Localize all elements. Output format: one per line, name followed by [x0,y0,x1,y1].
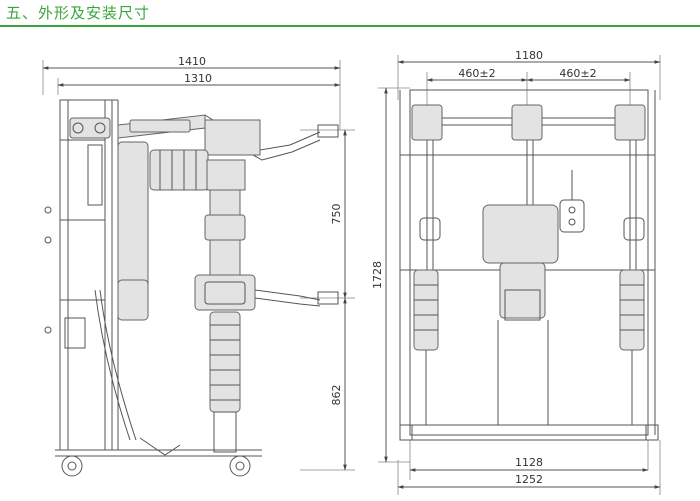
side-view: 1410 1310 750 862 [42,55,355,477]
dim-inner-width: 1310 [57,72,341,95]
side-base [55,437,262,477]
label-1410: 1410 [178,55,206,68]
label-1252: 1252 [515,473,543,486]
front-mechanism [482,170,585,425]
label-1180: 1180 [515,49,543,62]
side-central-column [117,189,339,453]
front-view: 1180 460±2 460±2 1728 [371,49,661,495]
front-lower-insulators [413,269,645,425]
dim-overall-width: 1410 [42,55,341,130]
label-1128: 1128 [515,456,543,469]
section-title: 五、外形及安装尺寸 [6,4,151,22]
front-top-contacts [411,104,646,270]
label-1728: 1728 [371,261,384,289]
dim-front-width: 1180 [397,49,661,100]
label-1310: 1310 [184,72,212,85]
side-upper-insulator [117,141,246,293]
dim-vertical-side: 750 862 [300,129,355,471]
label-pitch-right: 460±2 [559,67,596,80]
title-rule [0,25,700,27]
side-top-switch [69,114,339,161]
label-pitch-left: 460±2 [458,67,495,80]
dim-pitch: 460±2 460±2 [426,67,631,105]
label-862: 862 [330,385,343,406]
dim-front-height: 1728 [371,87,410,463]
label-750: 750 [330,204,343,225]
dim-front-base: 1128 1252 [397,440,661,495]
